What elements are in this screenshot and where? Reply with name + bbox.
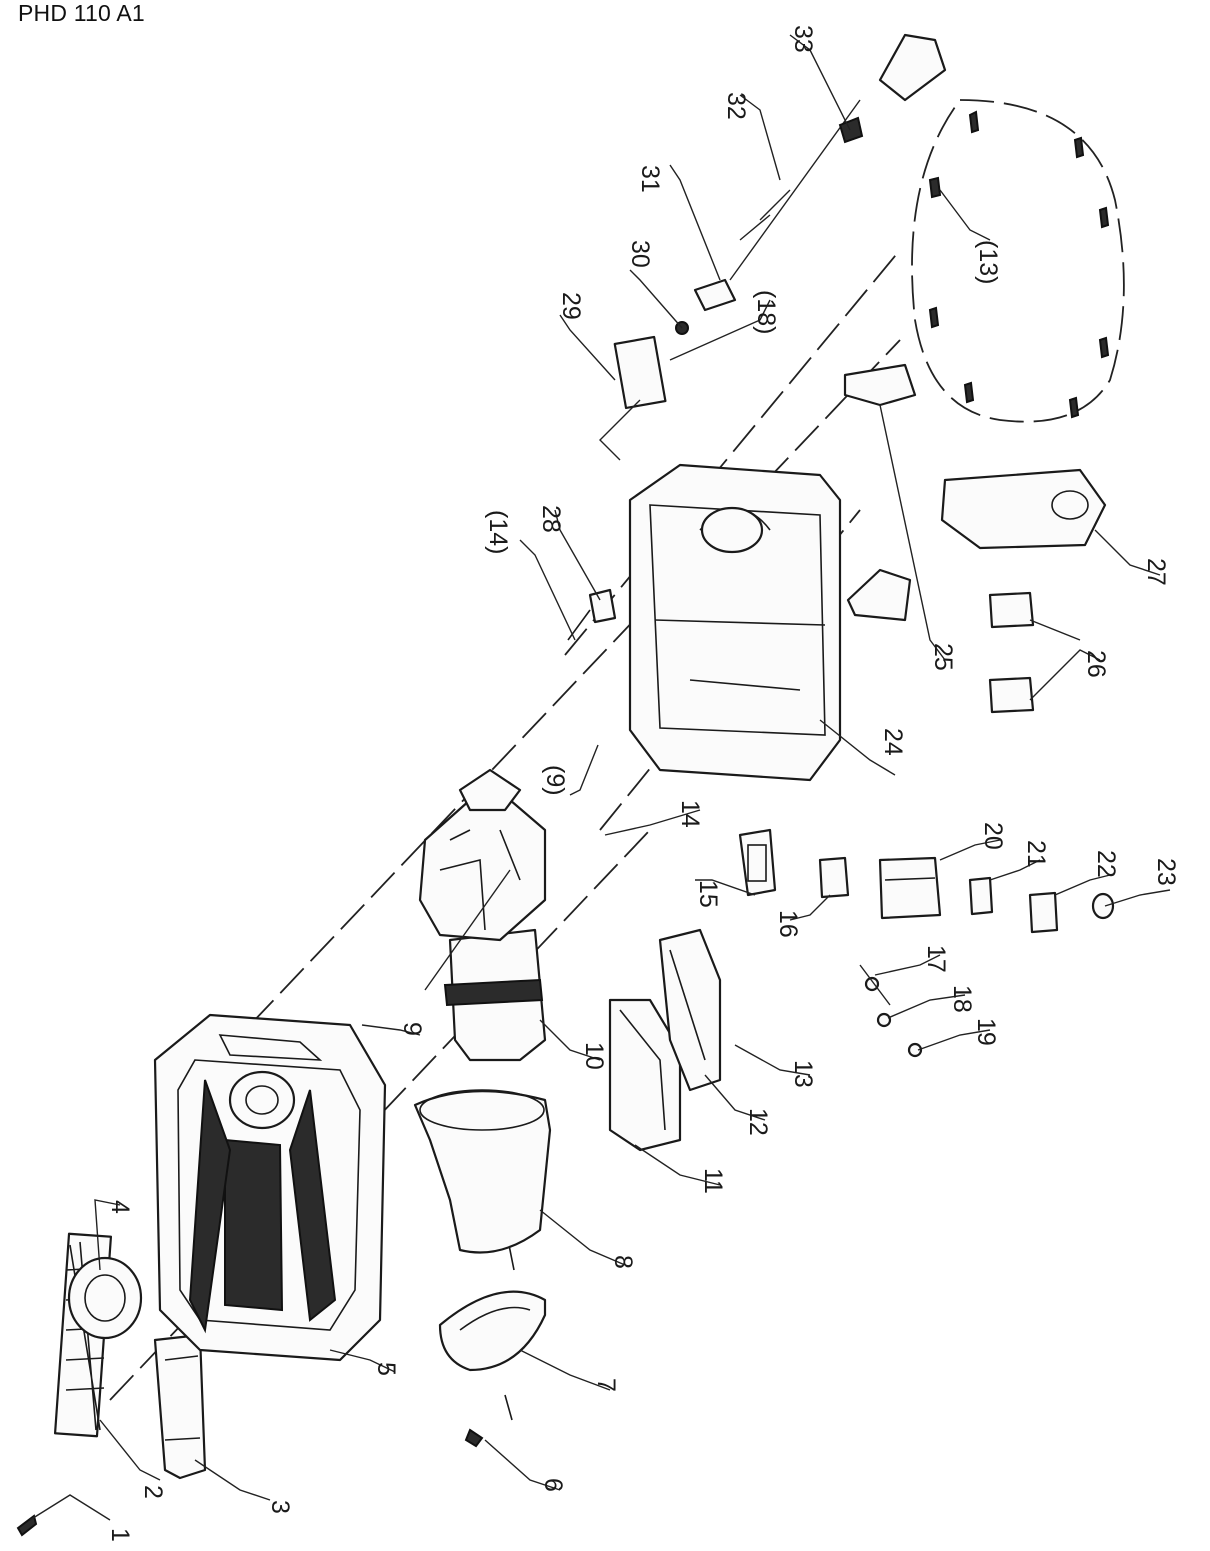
label-18: 18	[948, 985, 976, 1013]
label-13-ref: (13)	[974, 240, 1002, 284]
part-27-hose-holder	[940, 468, 1107, 550]
label-16: 16	[774, 910, 802, 938]
label-27: 27	[1142, 558, 1170, 586]
label-28: 28	[537, 505, 565, 533]
label-31: 31	[636, 165, 664, 193]
screw-group-13	[928, 110, 1110, 419]
label-4: 4	[106, 1200, 134, 1214]
diagram-title: PHD 110 A1	[18, 0, 145, 26]
part-8-motor-cover	[413, 1089, 552, 1254]
label-1: 1	[106, 1528, 134, 1542]
label-14-ref: (14)	[484, 510, 512, 554]
part-26-blocks	[988, 591, 1035, 714]
part-7-base-cup	[438, 1290, 547, 1372]
label-8: 8	[609, 1255, 637, 1269]
part-24-rear-housing	[628, 463, 842, 782]
label-26: 26	[1082, 650, 1110, 678]
part-33-plug	[838, 33, 947, 144]
label-22: 22	[1092, 850, 1120, 878]
parts-21-23-covers	[968, 876, 1115, 934]
label-10: 10	[580, 1042, 608, 1070]
label-33: 33	[789, 25, 817, 53]
part-16-switch	[818, 856, 850, 899]
label-24: 24	[879, 728, 907, 756]
parts-17-19-screws	[859, 964, 923, 1058]
part-4-ring-cap	[67, 1256, 143, 1340]
part-15-gasket	[738, 828, 777, 897]
parts-29-31-cable-fittings	[613, 278, 737, 410]
label-14: 14	[676, 800, 704, 828]
part-labels: 1 2 3 4 5 6 7 8 9 10 11 12 13 14 15 16 1…	[106, 25, 1180, 1542]
label-13: 13	[789, 1060, 817, 1088]
part-32-power-cable	[729, 99, 861, 281]
label-5: 5	[372, 1362, 400, 1376]
label-32: 32	[722, 92, 750, 120]
label-17: 17	[922, 945, 950, 973]
part-5-front-housing	[153, 1013, 387, 1362]
part-12-frame	[658, 928, 722, 1092]
label-25: 25	[929, 643, 957, 671]
label-9-ref: (9)	[541, 765, 569, 796]
label-6: 6	[539, 1478, 567, 1492]
part-11-bracket	[608, 998, 682, 1152]
part-1-screw	[16, 1514, 38, 1537]
label-29: 29	[557, 292, 585, 320]
part-25-clip	[843, 363, 917, 622]
label-9: 9	[398, 1022, 426, 1036]
label-19: 19	[972, 1018, 1000, 1046]
label-15: 15	[694, 880, 722, 908]
label-leader-lines	[29, 34, 1171, 1521]
label-2: 2	[139, 1485, 167, 1499]
label-21: 21	[1022, 840, 1050, 868]
label-12: 12	[744, 1108, 772, 1136]
label-18-ref: (18)	[752, 290, 780, 334]
part-6-screw	[464, 1239, 515, 1448]
pump-assembly	[418, 768, 547, 991]
part-10-motor	[443, 928, 547, 1062]
part-3-handle-clip	[153, 1333, 207, 1480]
label-30: 30	[626, 240, 654, 268]
part-28-connector	[567, 588, 617, 641]
label-20: 20	[979, 822, 1007, 850]
label-11: 11	[699, 1168, 727, 1194]
label-7: 7	[592, 1378, 620, 1392]
screw-group-outline	[911, 99, 1125, 423]
label-3: 3	[266, 1500, 294, 1514]
part-20-switch-housing	[878, 856, 942, 920]
label-23: 23	[1152, 858, 1180, 886]
